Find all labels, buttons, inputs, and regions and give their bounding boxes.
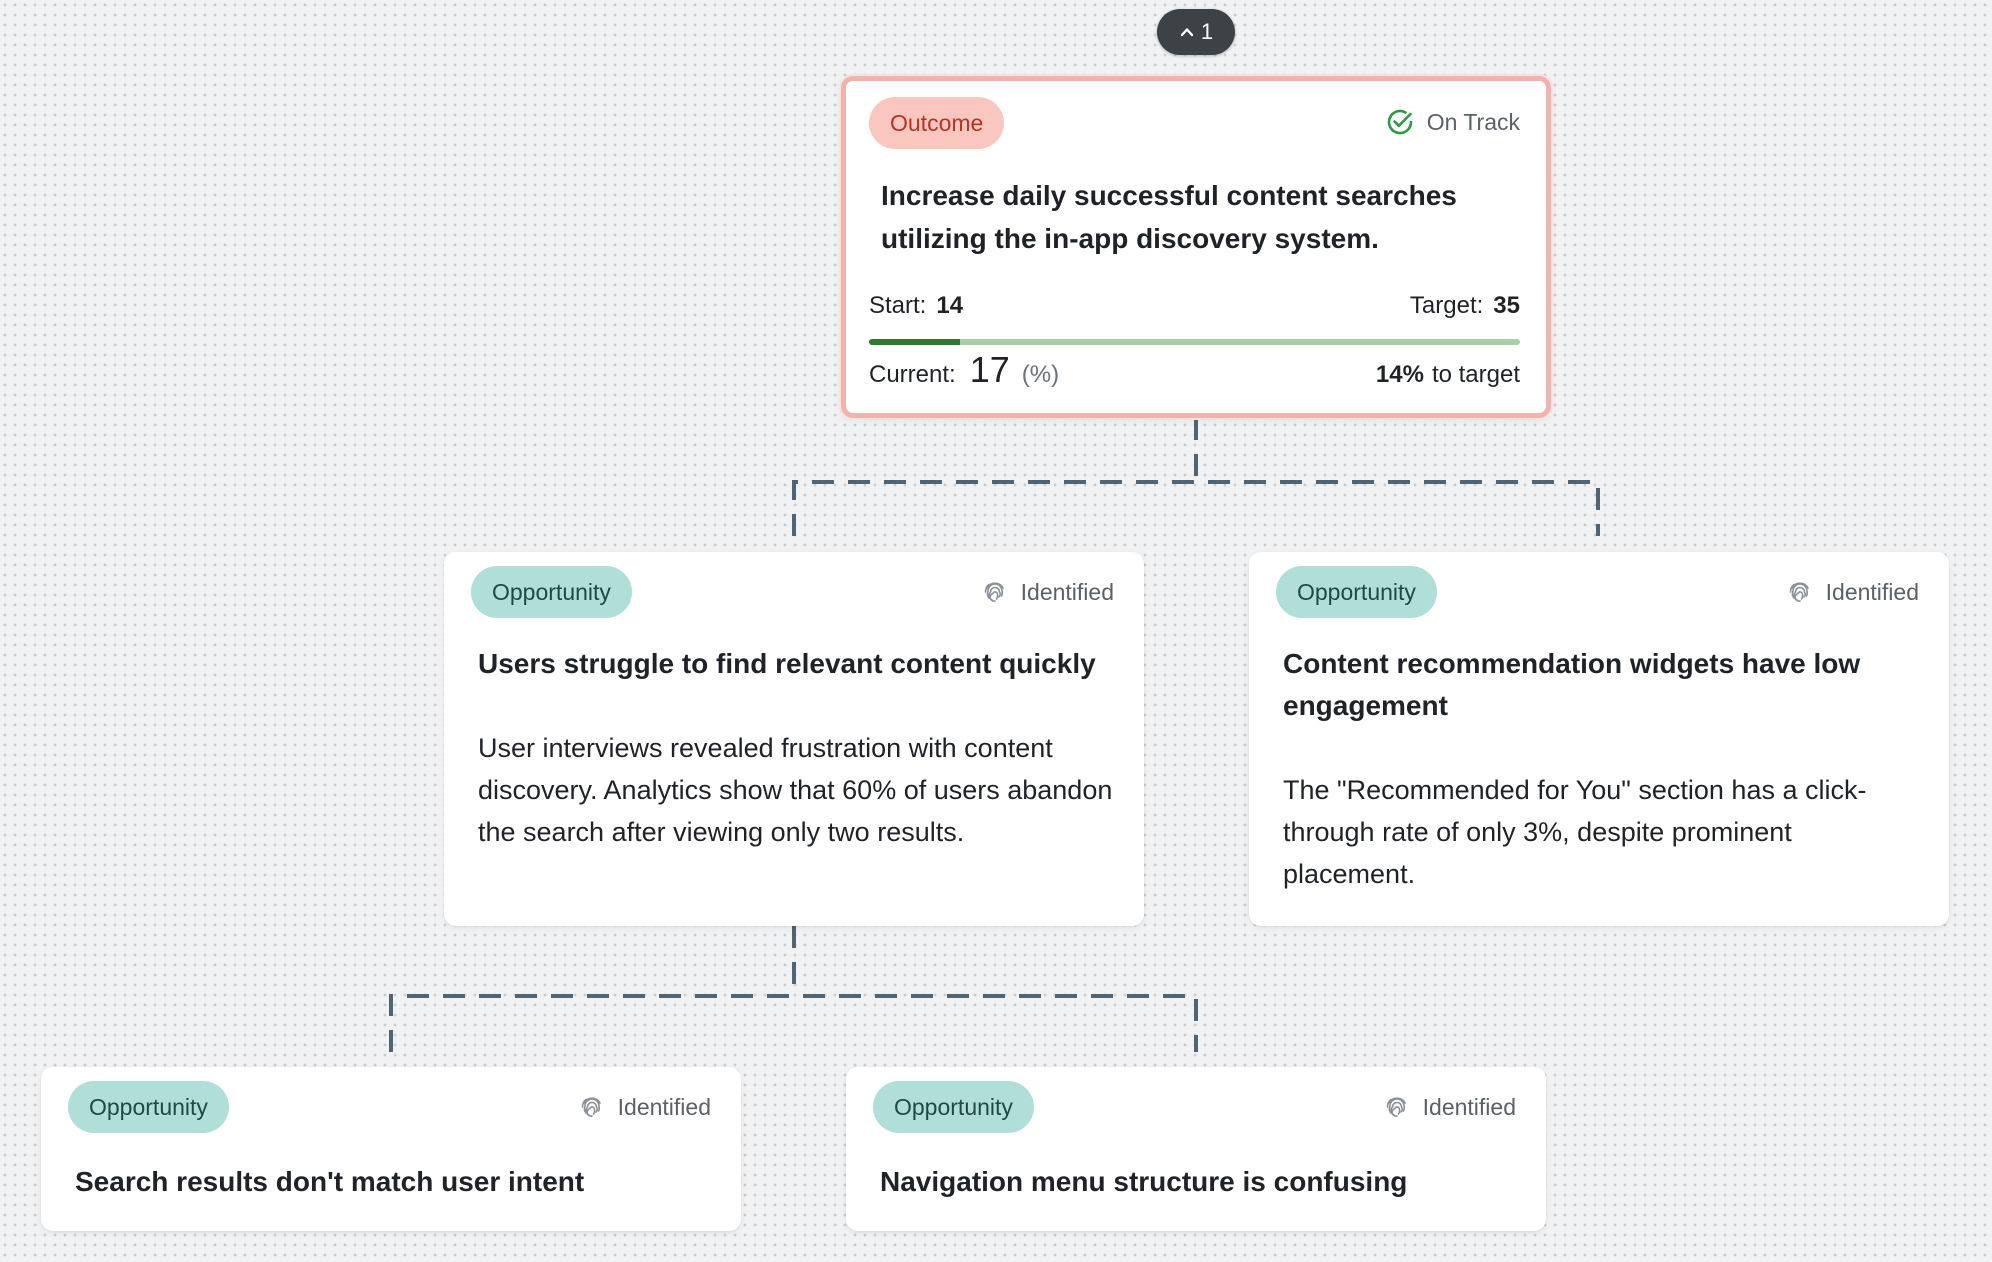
opportunity-card[interactable]: Opportunity Identified Navigation menu s… [846,1067,1546,1231]
fingerprint-icon [981,578,1009,606]
to-target: 14% to target [1376,361,1520,389]
target-metric: Target: 35 [1410,292,1520,320]
status-label: Identified [1020,578,1114,605]
opportunity-description: The "Recommended for You" section has a … [1283,775,1867,889]
identified-status: Identified [578,1093,711,1121]
chevron-up-icon [1179,24,1195,40]
current-value: 17 [969,349,1010,390]
current-unit: (%) [1021,361,1060,388]
current-label: Current: [869,361,956,388]
opportunity-card[interactable]: Opportunity Identified Users struggle to… [444,552,1144,926]
opportunity-badge: Opportunity [873,1081,1034,1133]
progress-bar [869,339,1520,345]
check-circle-icon [1385,107,1415,137]
to-target-suffix: to target [1431,361,1520,388]
status-label: Identified [617,1093,711,1120]
start-value: 14 [936,292,964,319]
opportunity-title: Content recommendation widgets have low … [1283,648,1861,721]
current-row: Current: 17 (%) 14% to target [869,349,1520,391]
identified-status: Identified [1383,1093,1516,1121]
opportunity-title: Users struggle to find relevant content … [478,648,1096,679]
progress-bar-fill [869,339,961,345]
opportunity-badge: Opportunity [68,1081,229,1133]
start-metric: Start: 14 [869,292,963,320]
opportunity-badge: Opportunity [471,566,632,618]
start-target-row: Start: 14 Target: 35 [869,292,1520,320]
on-track-status: On Track [1385,107,1520,137]
status-label: On Track [1426,108,1520,135]
outcome-card[interactable]: Outcome On Track Increase daily successf… [841,76,1551,418]
opportunity-title: Search results don't match user intent [75,1166,585,1197]
opportunity-card[interactable]: Opportunity Identified Content recommend… [1249,552,1949,926]
connector-opportunity-to-children [389,926,1198,1052]
outcome-title: Increase daily successful content search… [881,180,1457,254]
fingerprint-icon [1383,1093,1411,1121]
fingerprint-icon [578,1093,606,1121]
outcome-badge: Outcome [869,97,1005,149]
status-label: Identified [1422,1093,1516,1120]
collapsed-count: 1 [1200,19,1214,44]
connector-outcome-to-opportunities [792,418,1600,536]
opportunity-title: Navigation menu structure is confusing [880,1166,1408,1197]
fingerprint-icon [1786,578,1814,606]
status-label: Identified [1825,578,1919,605]
opportunity-card[interactable]: Opportunity Identified Search results do… [41,1067,741,1231]
target-value: 35 [1493,292,1520,319]
opportunity-description: User interviews revealed frustration wit… [478,733,1113,847]
opportunity-badge: Opportunity [1276,566,1437,618]
collapse-children-button[interactable]: 1 [1157,9,1235,55]
identified-status: Identified [1786,578,1919,606]
target-label: Target: [1409,292,1484,319]
identified-status: Identified [981,578,1114,606]
start-label: Start: [869,292,927,319]
current-metric: Current: 17 (%) [869,349,1059,391]
to-target-percent: 14% [1375,361,1424,388]
